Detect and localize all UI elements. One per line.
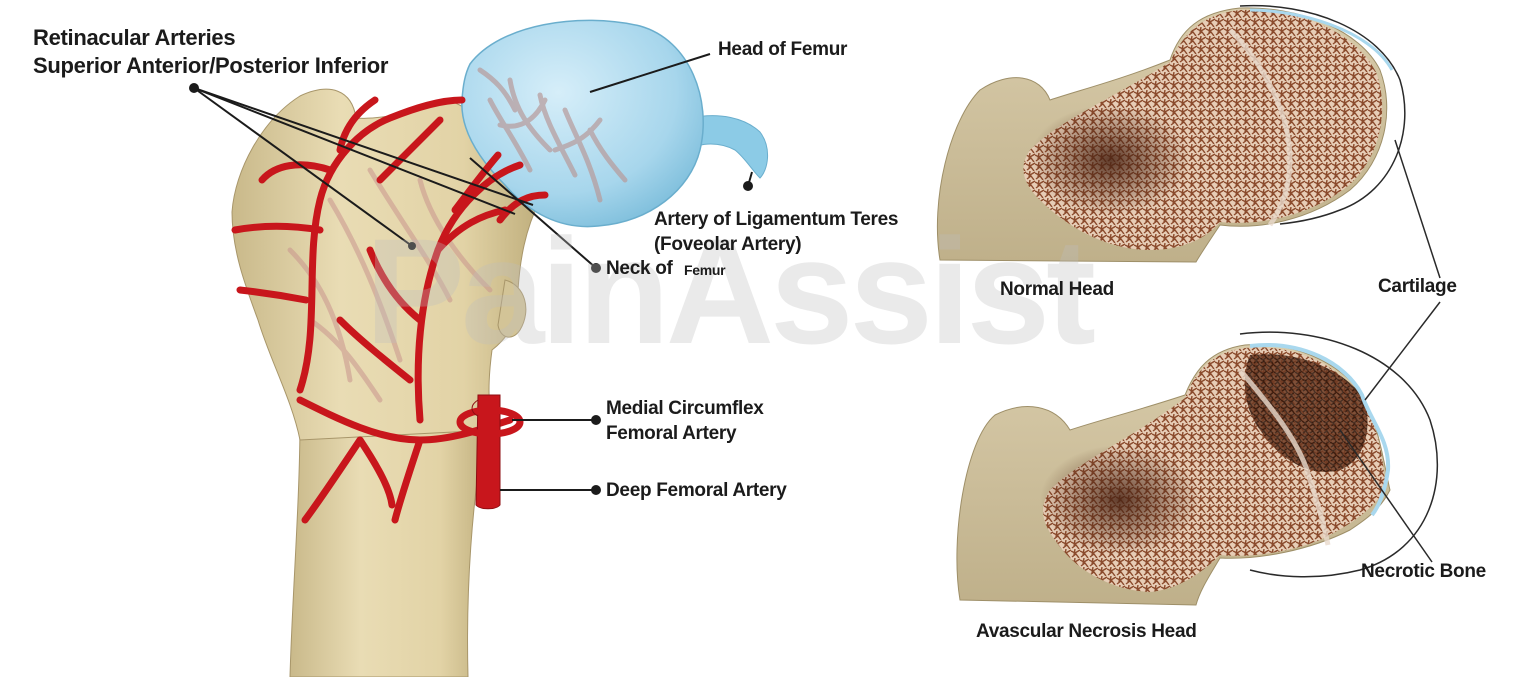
label-head-of-femur: Head of Femur	[718, 38, 847, 62]
label-retinacular-line1: Retinacular Arteries	[33, 24, 235, 51]
leader-cartilage-top	[1395, 140, 1440, 278]
label-medial-line2: Femoral Artery	[606, 422, 736, 446]
label-neck-of: Neck of	[606, 257, 673, 281]
label-ligamentum-line1: Artery of Ligamentum Teres	[654, 208, 898, 232]
normal-head-core	[1030, 105, 1190, 215]
label-normal-head: Normal Head	[1000, 278, 1114, 302]
label-cartilage: Cartilage	[1378, 275, 1457, 299]
label-avascular-necrosis-head: Avascular Necrosis Head	[976, 620, 1197, 644]
leader-cartilage-bottom	[1365, 302, 1440, 400]
label-necrotic-bone: Necrotic Bone	[1361, 560, 1486, 584]
femur-shaft	[290, 400, 490, 677]
avn-head-core	[1040, 445, 1200, 555]
label-ligamentum-line2: (Foveolar Artery)	[654, 233, 801, 257]
label-deep-femoral: Deep Femoral Artery	[606, 479, 787, 503]
label-retinacular-line2: Superior Anterior/Posterior Inferior	[33, 52, 388, 79]
label-neck-femur: Femur	[684, 262, 725, 278]
label-medial-line1: Medial Circumflex	[606, 397, 764, 421]
